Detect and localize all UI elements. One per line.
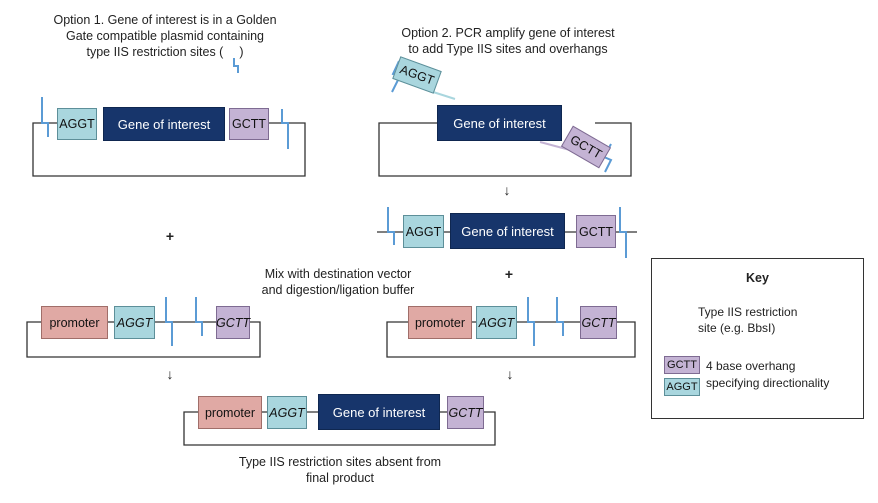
- restriction-site-icon: [195, 297, 203, 336]
- aggt-overhang: AGGT: [403, 215, 444, 248]
- key-panel: Key Type IIS restriction site (e.g. BbsI…: [651, 258, 864, 419]
- gctt-overhang: GCTT: [216, 306, 250, 339]
- key-title: Key: [746, 271, 769, 285]
- down-arrow-icon: ↓: [506, 366, 514, 382]
- promoter-block: promoter: [198, 396, 262, 429]
- aggt-overhang: AGGT: [114, 306, 155, 339]
- gctt-overhang: GCTT: [580, 306, 617, 339]
- gene-of-interest: Gene of interest: [103, 107, 225, 141]
- gene-of-interest: Gene of interest: [437, 105, 562, 141]
- primer-tail-left: [429, 90, 456, 100]
- restriction-site-icon: [387, 207, 395, 245]
- restriction-site-icon: [281, 109, 289, 149]
- option2-caption: Option 2. PCR amplify gene of interest t…: [401, 26, 615, 56]
- down-arrow-icon: ↓: [166, 366, 174, 382]
- restriction-site-icon: [619, 207, 627, 258]
- promoter-block: promoter: [408, 306, 472, 339]
- aggt-overhang: AGGT: [476, 306, 517, 339]
- aggt-overhang: AGGT: [267, 396, 307, 429]
- caption-site-icon: [233, 58, 239, 73]
- key-aggt-swatch: AGGT: [664, 378, 700, 396]
- restriction-site-icon: [556, 297, 564, 336]
- final-caption: Type IIS restriction sites absent from f…: [238, 455, 442, 485]
- plasmid-backbone-option1: [32, 122, 306, 177]
- plus-sign: +: [504, 266, 514, 282]
- restriction-site-icon: [527, 297, 535, 346]
- promoter-block: promoter: [41, 306, 108, 339]
- restriction-site-icon: [41, 97, 49, 137]
- option1-caption: Option 1. Gene of interest is in a Golde…: [53, 13, 277, 59]
- plus-sign: +: [165, 228, 175, 244]
- gctt-overhang: GCTT: [447, 396, 484, 429]
- gctt-overhang: GCTT: [229, 108, 269, 140]
- gene-of-interest: Gene of interest: [450, 213, 565, 249]
- key-gctt-swatch: GCTT: [664, 356, 700, 374]
- aggt-overhang: AGGT: [57, 108, 97, 140]
- restriction-site-icon: [165, 297, 173, 346]
- key-site-label: Type IIS restriction site (e.g. BbsI): [698, 305, 798, 335]
- plasmid-backbone-option2: [378, 122, 632, 177]
- gene-of-interest: Gene of interest: [318, 394, 440, 430]
- mix-caption: Mix with destination vector and digestio…: [261, 267, 415, 297]
- final-product-backbone: [183, 411, 496, 446]
- gctt-overhang: GCTT: [576, 215, 616, 248]
- key-overhang-label: 4 base overhang specifying directionalit…: [706, 359, 830, 390]
- down-arrow-icon: ↓: [503, 182, 511, 198]
